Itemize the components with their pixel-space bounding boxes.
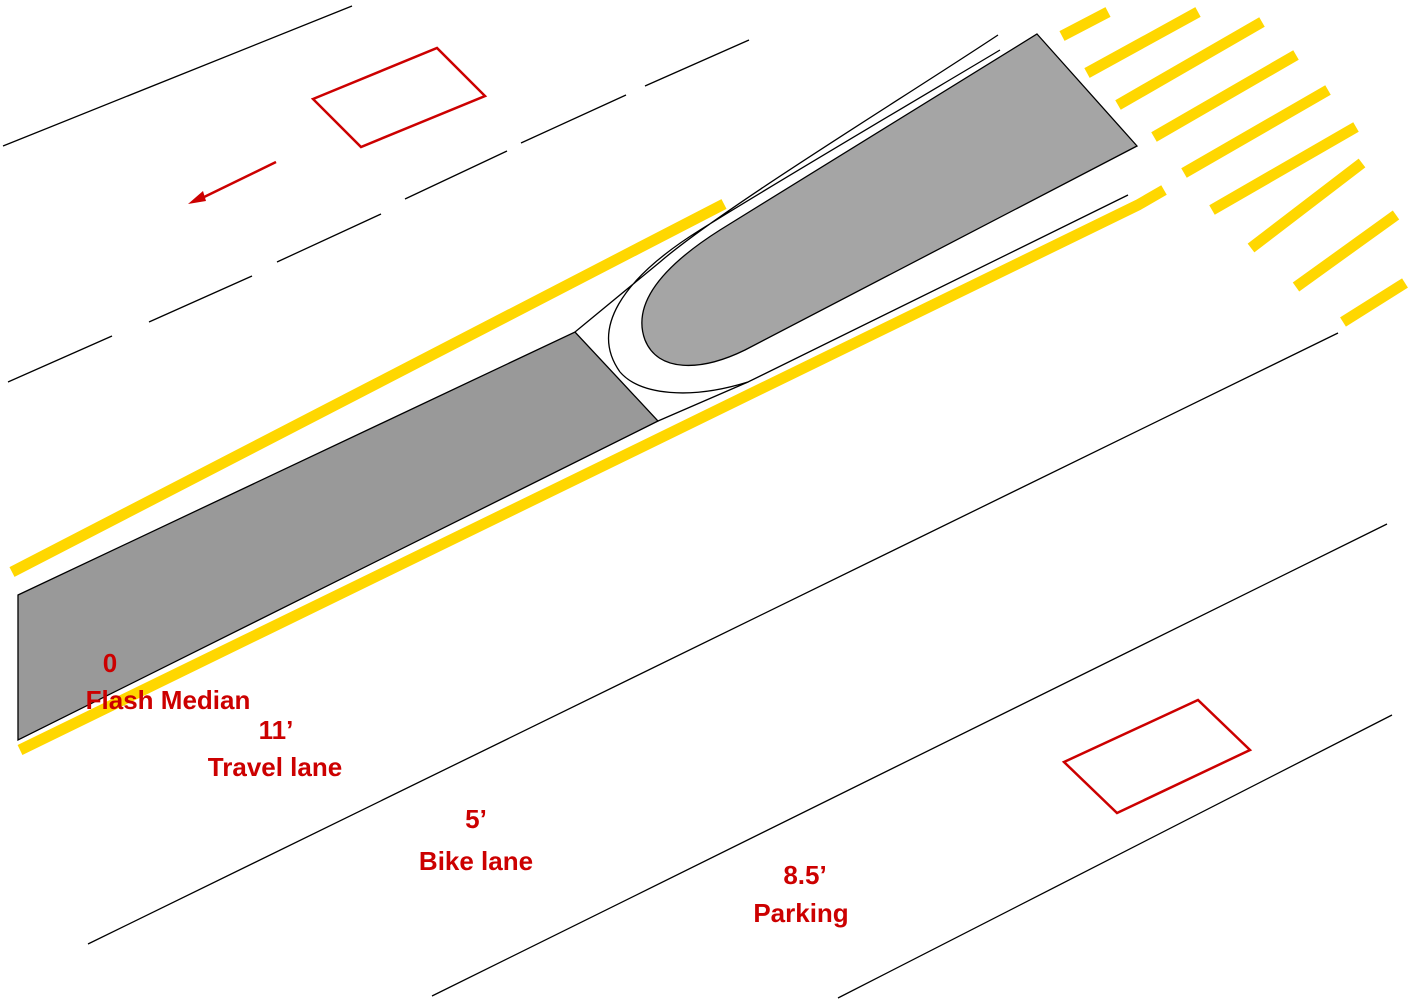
opposite-road-edge-line <box>2 5 353 147</box>
bike-lane-name-label: Bike lane <box>418 846 534 876</box>
bike-lane-width-label: 5’ <box>465 804 487 834</box>
median-yellow-line-upper <box>9 199 727 577</box>
parking-name-label: Parking <box>753 898 849 928</box>
parked-car-outline-icon <box>1061 698 1253 815</box>
travel-lane-name-label: Travel lane <box>207 752 343 782</box>
travel-lane-width-label: 11’ <box>258 715 294 745</box>
crosswalk-stripes <box>1059 7 1408 327</box>
flush-median <box>17 331 660 742</box>
median-nose-outline <box>574 34 1001 422</box>
median-nose-outline-lower <box>619 194 1129 394</box>
median-yellow-line-lower <box>17 185 1167 755</box>
travel-lane-edge-line <box>87 332 1339 945</box>
bike-lane-edge-line <box>431 523 1388 997</box>
raised-median-island <box>641 33 1139 366</box>
median-width-label: 0 <box>102 648 118 678</box>
curb-line <box>837 714 1393 999</box>
parking-width-label: 8.5’ <box>783 860 827 890</box>
parked-car-outline-icon <box>310 46 488 149</box>
median-name-label: Flash Median <box>85 685 251 715</box>
direction-arrow-icon <box>188 160 277 204</box>
dashed-lane-line <box>7 39 750 383</box>
